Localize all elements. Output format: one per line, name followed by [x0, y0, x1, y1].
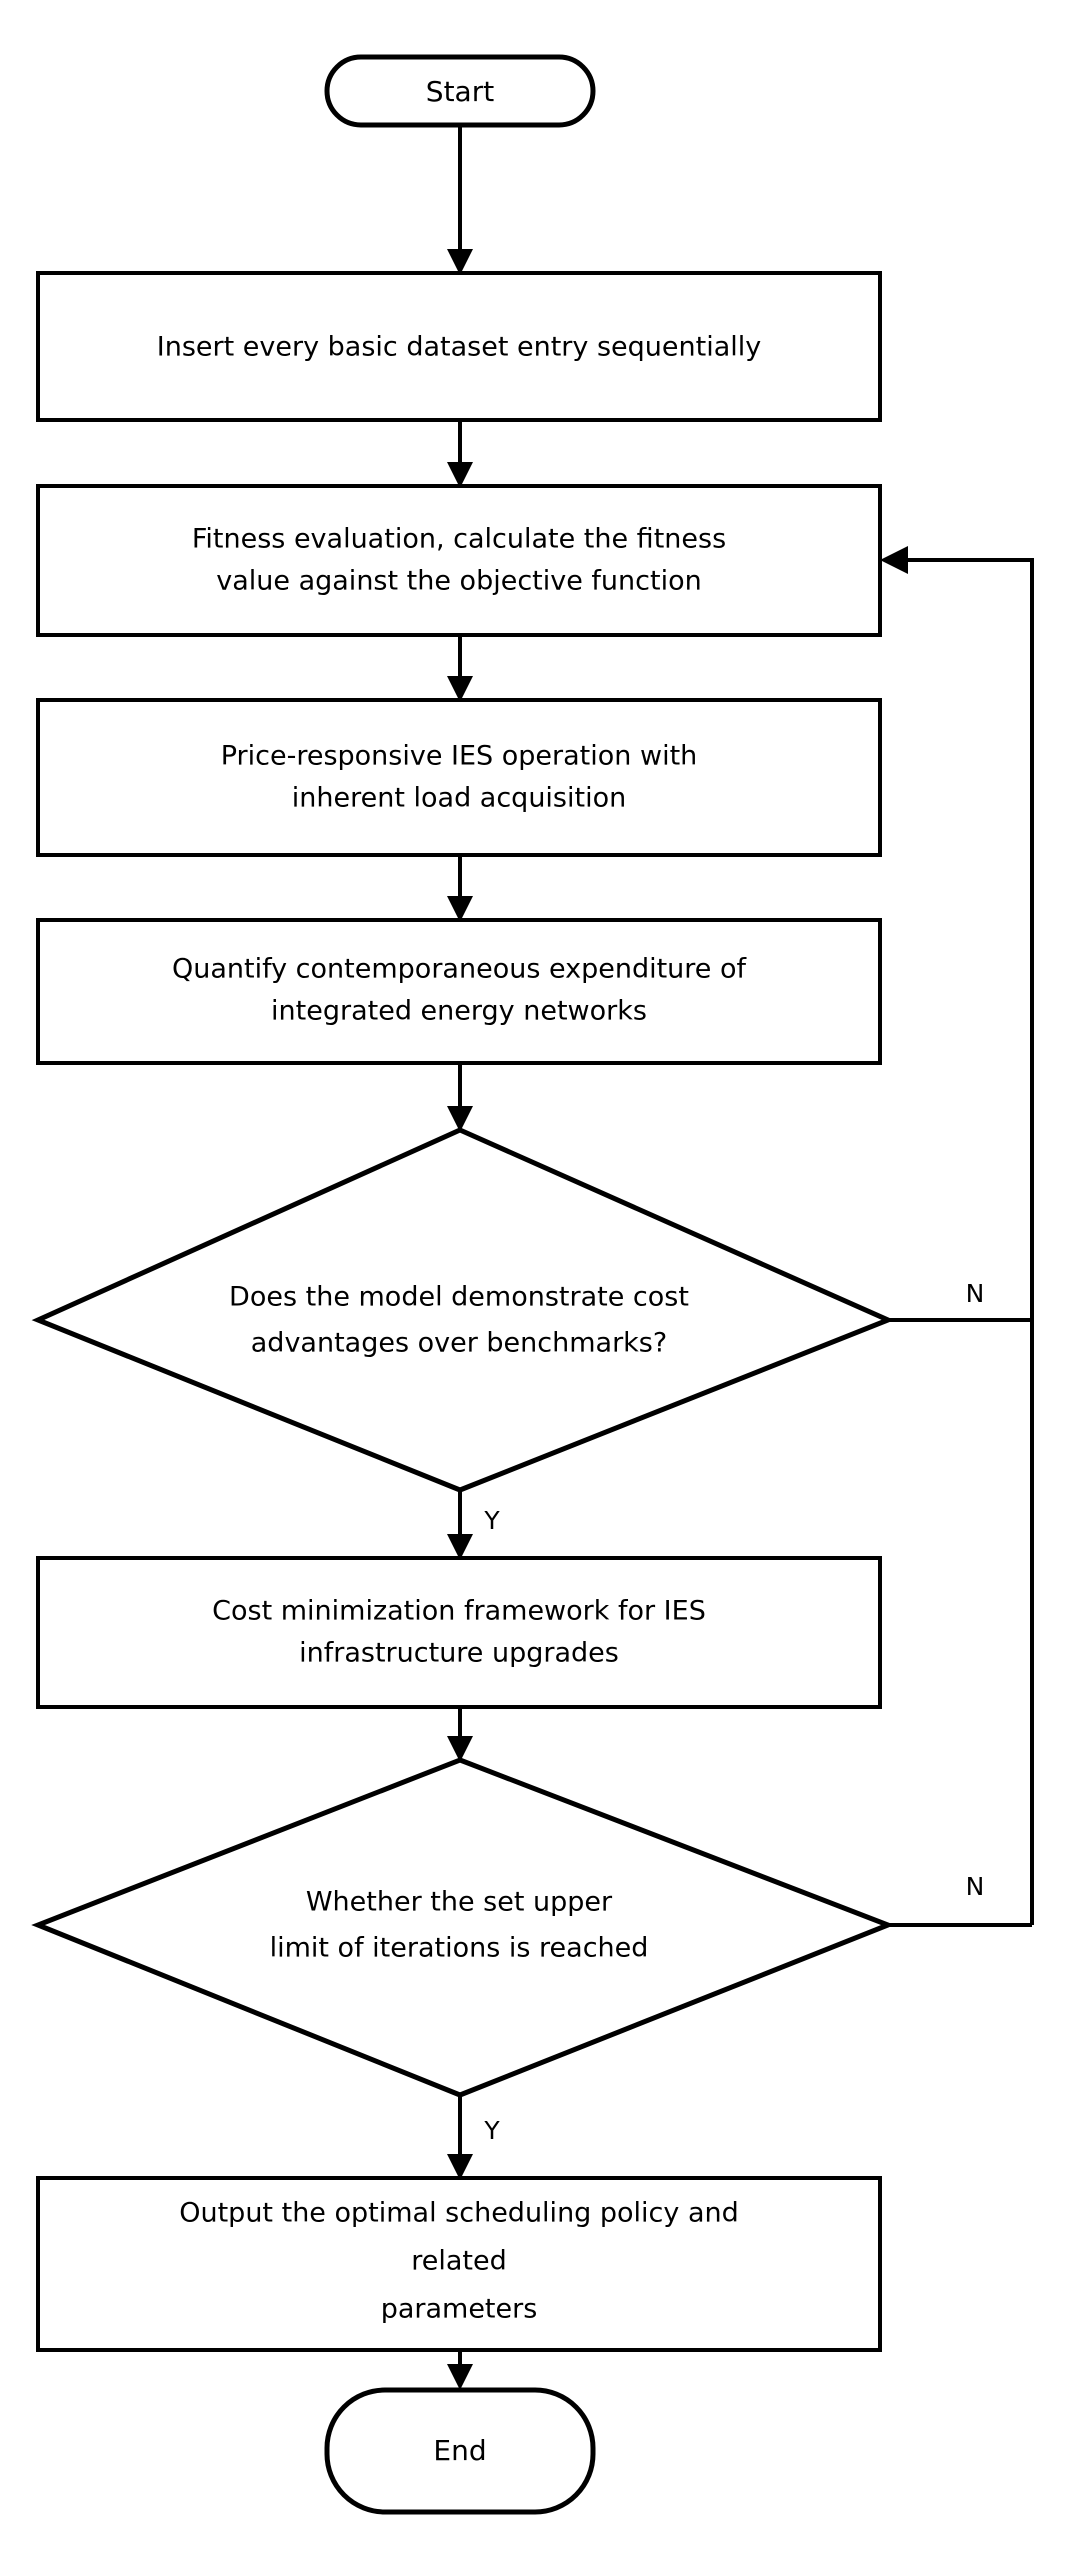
node-start-label: Start [426, 75, 494, 108]
node-cost-minimization-framework-line2: infrastructure upgrades [299, 1638, 619, 1669]
node-price-responsive-operation-line1: Price-responsive IES operation with [221, 741, 698, 772]
node-decision-cost-advantage-line2: advantages over benchmarks? [251, 1328, 667, 1359]
node-quantify-expenditure[interactable]: Quantify contemporaneous expenditure of … [36, 918, 882, 1065]
node-end-label: End [433, 2434, 486, 2467]
node-end[interactable]: End [324, 2387, 596, 2515]
node-output-scheduling-policy-line1: Output the optimal scheduling policy and [179, 2198, 739, 2229]
edge-insert-to-fitness [447, 420, 473, 488]
node-decision-cost-advantage-line1: Does the model demonstrate cost [229, 1282, 689, 1313]
edge-decision2-yes-to-output [447, 2095, 473, 2180]
node-fitness-evaluation-line1: Fitness evaluation, calculate the fitnes… [192, 524, 726, 555]
node-output-scheduling-policy-line3: parameters [381, 2294, 538, 2325]
node-fitness-evaluation-line2: value against the objective function [216, 566, 701, 597]
node-decision-iteration-limit[interactable]: Whether the set upper limit of iteration… [31, 1757, 895, 2098]
edge-fitness-to-price [447, 635, 473, 702]
node-insert-dataset-line1: Insert every basic dataset entry sequent… [157, 332, 761, 363]
node-price-responsive-operation[interactable]: Price-responsive IES operation with inhe… [36, 698, 882, 857]
node-price-responsive-operation-line2: inherent load acquisition [292, 783, 626, 814]
feedback-bus-to-fitness [880, 546, 1034, 1925]
node-decision-iteration-limit-line1: Whether the set upper [306, 1887, 613, 1918]
node-cost-minimization-framework[interactable]: Cost minimization framework for IES infr… [36, 1556, 882, 1709]
edge-start-to-insert [447, 125, 473, 275]
node-fitness-evaluation[interactable]: Fitness evaluation, calculate the fitnes… [36, 484, 882, 637]
node-start[interactable]: Start [324, 54, 596, 128]
node-cost-minimization-framework-line1: Cost minimization framework for IES [212, 1596, 706, 1627]
edge-cost-to-decision2 [447, 1707, 473, 1762]
branch-label-decision1-no: N [966, 1279, 985, 1308]
edge-output-to-end [447, 2350, 473, 2390]
edge-decision1-yes-to-cost [447, 1490, 473, 1560]
edge-price-to-quantify [447, 855, 473, 922]
node-output-scheduling-policy-line2: related [411, 2246, 507, 2277]
edge-quantify-to-decision1 [447, 1063, 473, 1132]
node-quantify-expenditure-line1: Quantify contemporaneous expenditure of [172, 954, 748, 985]
node-output-scheduling-policy[interactable]: Output the optimal scheduling policy and… [36, 2176, 882, 2352]
branch-label-decision2-yes: Y [483, 2116, 500, 2145]
node-quantify-expenditure-line2: integrated energy networks [271, 996, 647, 1027]
branch-label-decision2-no: N [966, 1872, 985, 1901]
node-insert-dataset[interactable]: Insert every basic dataset entry sequent… [36, 271, 882, 422]
node-decision-iteration-limit-line2: limit of iterations is reached [270, 1933, 649, 1964]
node-decision-cost-advantage[interactable]: Does the model demonstrate cost advantag… [31, 1127, 895, 1493]
branch-label-decision1-yes: Y [483, 1506, 500, 1535]
